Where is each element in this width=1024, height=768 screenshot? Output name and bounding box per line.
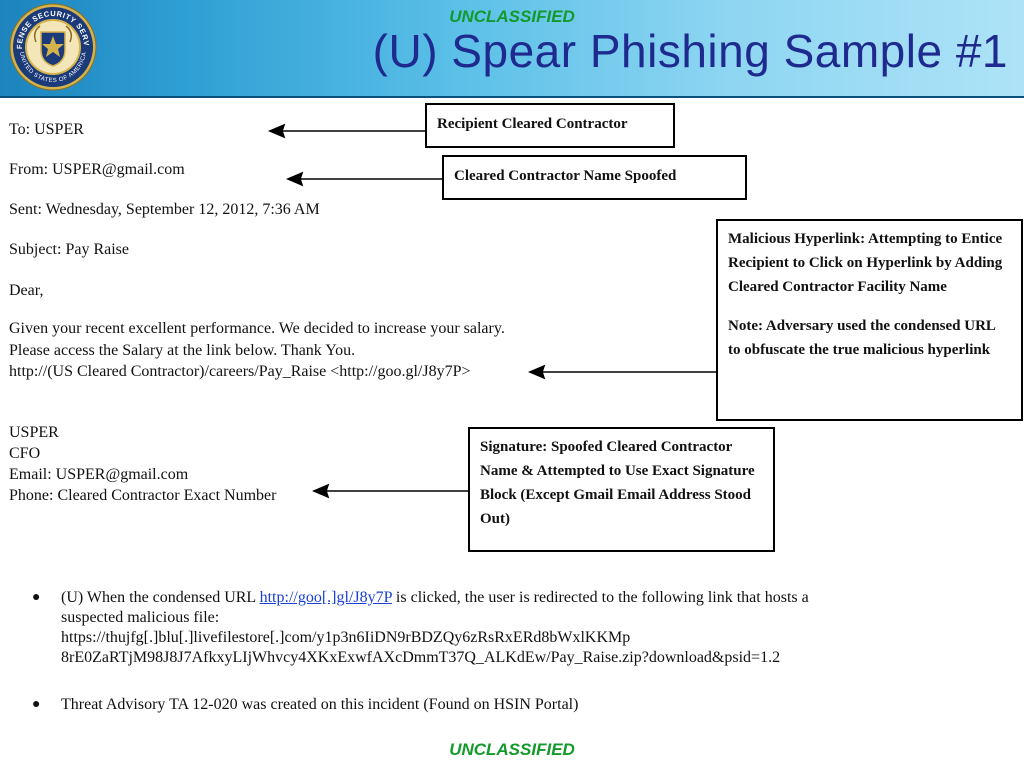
banner-divider (0, 96, 1024, 98)
condensed-url-link[interactable]: http://goo[.]gl/J8y7P (259, 589, 392, 606)
arrow-head-icon (267, 123, 286, 139)
bullet-icon: ● (32, 697, 41, 712)
bullet-text: Threat Advisory TA 12-020 was created on… (61, 696, 579, 713)
title-banner (0, 0, 1024, 97)
email-greeting: Dear, (9, 282, 44, 299)
signature-email: Email: USPER@gmail.com (9, 466, 189, 483)
email-subject: Subject: Pay Raise (9, 241, 129, 258)
signature-phone: Phone: Cleared Contractor Exact Number (9, 487, 277, 504)
callout-spoofed-text: Cleared Contractor Name Spoofed (454, 168, 677, 184)
email-body-line: Please access the Salary at the link bel… (9, 342, 356, 359)
arrow-head-icon (311, 483, 330, 499)
callout-spoofed-name: Cleared Contractor Name Spoofed (442, 155, 747, 200)
callout-signature-text: Signature: Spoofed Cleared Contractor Na… (480, 439, 755, 527)
email-body-link-line: http://(US Cleared Contractor)/careers/P… (9, 363, 471, 380)
malicious-url-line: https://thujfg[.]blu[.]livefilestore[.]c… (61, 629, 631, 646)
email-from: From: USPER@gmail.com (9, 161, 185, 178)
callout-malicious-hyperlink: Malicious Hyperlink: Attempting to Entic… (716, 219, 1023, 421)
classification-banner-top: UNCLASSIFIED (449, 7, 575, 26)
dss-seal-icon: DEFENSE SECURITY SERVICE UNITED STATES O… (8, 2, 97, 91)
email-to: To: USPER (9, 121, 84, 138)
callout-recipient: Recipient Cleared Contractor (425, 103, 675, 148)
classification-banner-bottom: UNCLASSIFIED (449, 740, 575, 759)
bullet-text: is clicked, the user is redirected to th… (61, 589, 809, 626)
callout-hyperlink-text: Malicious Hyperlink: Attempting to Entic… (728, 231, 1003, 295)
list-item: ● (U) When the condensed URL http://goo[… (28, 588, 868, 668)
findings-list: ● (U) When the condensed URL http://goo[… (28, 588, 868, 715)
callout-recipient-text: Recipient Cleared Contractor (437, 116, 628, 132)
bullet-text: (U) When the condensed URL (61, 589, 260, 606)
bullet-icon: ● (32, 590, 41, 605)
page-title: (U) Spear Phishing Sample #1 (372, 25, 1008, 77)
callout-signature: Signature: Spoofed Cleared Contractor Na… (468, 427, 775, 552)
signature-name: USPER (9, 424, 59, 441)
signature-title: CFO (9, 445, 41, 462)
callout-hyperlink-note: Note: Adversary used the condensed URL t… (728, 318, 996, 358)
email-sent: Sent: Wednesday, September 12, 2012, 7:3… (9, 201, 320, 218)
malicious-url-line: 8rE0ZaRTjM98J8J7AfkxyLIjWhvcy4XKxExwfAXc… (61, 649, 781, 666)
arrow-head-icon (285, 171, 304, 187)
email-body-line: Given your recent excellent performance.… (9, 320, 505, 337)
list-item: ● Threat Advisory TA 12-020 was created … (28, 695, 868, 715)
arrow-head-icon (527, 364, 546, 380)
